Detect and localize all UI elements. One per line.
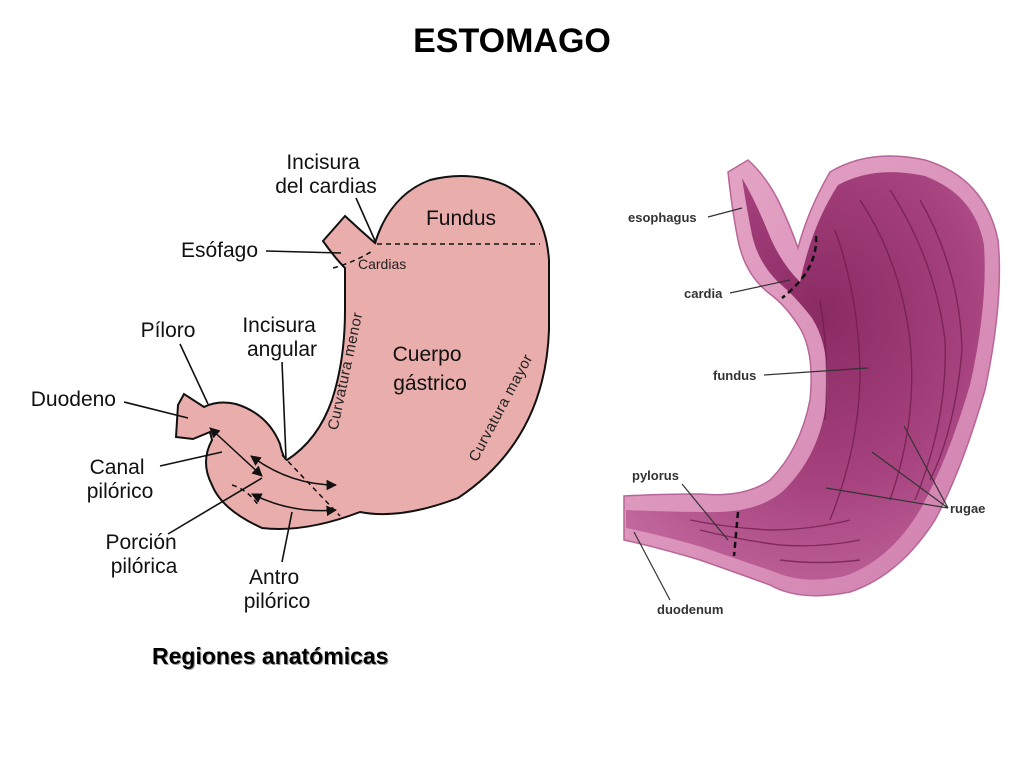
page-title: ESTOMAGO (413, 22, 611, 60)
leader-antro-pilorico (281, 511, 293, 563)
label-esophagus: esophagus (628, 210, 697, 225)
label-antro-pilorico: Antro pilórico (244, 566, 311, 613)
stomach-photo: esophagus cardia fundus pylorus rugae du… (623, 155, 1001, 617)
label-piloro: Píloro (141, 319, 196, 342)
stomach-outline (174, 175, 550, 530)
label-duodenum: duodenum (657, 602, 723, 617)
pylorus-boundary (732, 511, 740, 557)
leader-porcion-pilorica (167, 477, 263, 535)
label-rugae: rugae (950, 501, 985, 516)
leader-canal-pilorico (159, 451, 223, 467)
leader-pylorus (681, 483, 729, 541)
label-duodeno: Duodeno (31, 388, 116, 411)
label-incisura-cardias: Incisura del cardias (275, 151, 377, 198)
leader-incisura-cardias (355, 197, 377, 244)
label-esofago: Esófago (181, 239, 258, 262)
leader-duodeno (123, 401, 189, 419)
stomach-schematic: Incisura del cardias Fundus Esófago Card… (31, 151, 550, 613)
label-cuerpo-gastrico: Cuerpo gástrico (393, 343, 468, 395)
label-cardias: Cardias (358, 256, 406, 272)
antrum-arrow-upper (250, 455, 338, 491)
label-canal-pilorico: Canal pilórico (87, 456, 154, 503)
antrum-arrow-lower (251, 493, 338, 517)
cardias-boundary (332, 249, 375, 269)
label-fundus-photo: fundus (713, 368, 756, 383)
rugae-folds (689, 189, 963, 564)
label-fundus: Fundus (426, 207, 496, 230)
diagram-subtitle: Regiones anatómicas (152, 643, 389, 669)
label-pylorus: pylorus (632, 468, 679, 483)
label-cardia: cardia (684, 286, 723, 301)
leader-cardia (729, 279, 791, 294)
leader-rugae-3 (825, 487, 949, 509)
leader-rugae-1 (903, 425, 949, 509)
label-incisura-angular: Incisura angular (242, 314, 321, 361)
leader-incisura-angular (281, 361, 287, 459)
label-porcion-pilorica: Porción pilórica (105, 531, 182, 578)
cardia-boundary (781, 235, 818, 299)
leader-esofago (265, 250, 342, 254)
leader-duodenum (633, 531, 671, 601)
leader-esophagus (707, 207, 743, 218)
leader-piloro (179, 343, 209, 405)
leader-rugae-2 (871, 451, 949, 509)
leader-fundus (763, 367, 869, 376)
